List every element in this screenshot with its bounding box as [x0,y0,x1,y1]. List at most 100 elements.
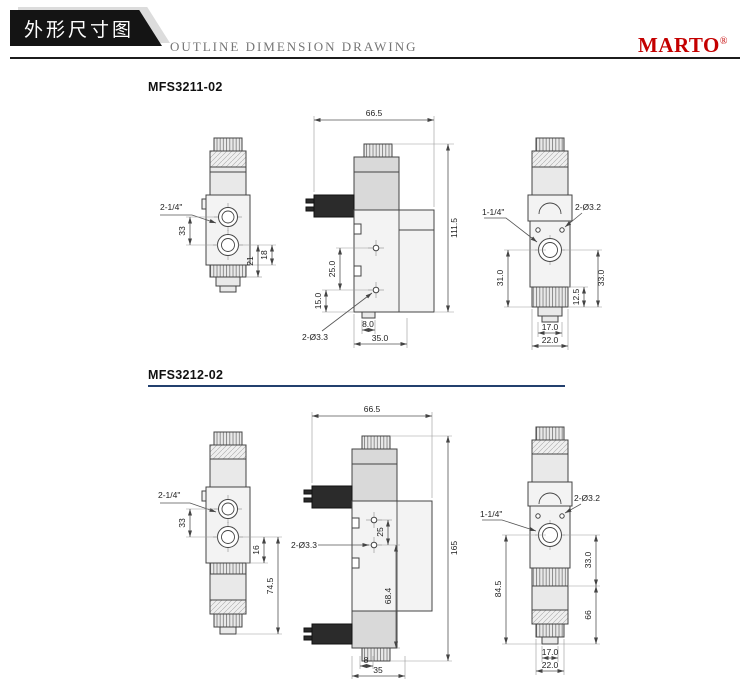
screw-hole [535,513,541,519]
port-circle-top [218,499,238,519]
port-slot [353,223,362,235]
dim-label-66: 66 [583,610,593,620]
dim-label-33: 33 [177,226,187,236]
registered-mark: ® [719,36,728,47]
solenoid-body [353,156,400,211]
ribbed-cap [363,143,393,158]
dim-label-hole: 2-Ø3.3 [302,332,328,342]
dimensions [160,502,282,635]
dim-label-33: 33 [177,518,187,528]
dim-label-22: 22.0 [542,660,559,670]
dim-label-745: 74.5 [265,577,275,594]
ribbed-base [213,613,243,628]
dim-label-18: 18 [259,250,269,260]
dim-label-port: 1-1/4" [482,207,504,217]
dim-label-height: 111.5 [449,218,459,238]
dim-label-35: 35 [373,665,383,675]
dim-label-35: 35.0 [372,333,389,343]
port-slot [351,557,360,569]
dim-label-width: 66.5 [366,108,383,118]
dim-label-17: 17.0 [542,647,559,657]
foot-tab [361,311,376,319]
ribbed-base [531,286,569,308]
brand-name: MARTO [638,33,720,57]
page-title-cn: 外形尺寸图 [24,19,135,41]
ribbed-base [209,264,247,278]
connector-block-2 [311,623,353,645]
ribbed-cap [361,435,391,450]
model-rule [148,385,565,387]
dim-label-684: 68.4 [383,587,393,604]
dim-label-height: 165 [449,541,459,555]
screw-hole [559,513,565,519]
dimensions [484,212,602,350]
dim-label-15: 15.0 [313,292,323,309]
dimensions [311,412,452,679]
dim-label-33: 33.0 [583,551,593,568]
title-banner: 外形尺寸图 [10,10,162,46]
dim-label-width: 66.5 [364,404,381,414]
dimensions [482,503,600,675]
connector-block [313,194,355,218]
dome-arc [538,202,562,215]
dim-label-8: 8 [364,655,369,665]
dome-arc [538,492,562,505]
valve-outline [527,137,573,323]
ribbed-cap [213,137,243,152]
drawing-mfs3212-right: 2-Ø3.2 1-1/4" 33.0 66 84.5 17.0 22.0 [480,426,600,675]
dim-label-25: 25.0 [327,260,337,277]
dim-label-21: 21 [245,256,255,266]
drawing-mfs3211-side: 66.5 111.5 25.0 15.0 8.0 35.0 2-Ø3.3 [302,108,459,348]
screw-hole [370,516,378,524]
dim-label-31: 31.0 [495,269,505,286]
solenoid-body [351,448,398,502]
connector-block [311,485,353,509]
bonnet [527,194,573,222]
port-slot [351,517,360,529]
dim-label-125: 12.5 [571,288,581,305]
dim-label-hole: 2-Ø3.2 [575,202,601,212]
dim-label-port: 2-1/4" [158,490,180,500]
valve-body [353,209,435,313]
dim-label-17: 17.0 [542,322,559,332]
header-rule [10,57,740,59]
brand-logo: MARTO® [638,33,728,58]
screw-hole [372,244,380,252]
dim-label-33: 33.0 [596,269,606,286]
valve-outline [201,137,251,293]
valve-outline [201,431,251,635]
ribbed-base [361,647,391,662]
drawing-mfs3212-side: 66.5 165 25 68.4 2-Ø3.3 8 35 [291,404,459,679]
mounting-hole [372,286,380,294]
ribbed-base [535,623,565,638]
port-circle-bottom [217,234,239,256]
solenoid-body-2 [351,610,398,649]
screw-hole [559,227,565,233]
port-circle-bottom [217,526,239,548]
valve-outline [303,435,433,662]
drawing-mfs3211-right: 1-1/4" 2-Ø3.2 31.0 33.0 12.5 17.0 22.0 [482,137,606,350]
drawing-mfs3212-front: 2-1/4" 33 16 74.5 [158,431,282,635]
dimensions [313,116,454,348]
ribbed-cap [535,426,565,441]
ribbed-mid [531,567,569,587]
valve-body [351,500,433,612]
dim-label-8: 8.0 [362,319,374,329]
model-label-mfs3211: MFS3211-02 [148,80,223,94]
valve-outline [527,426,573,645]
dim-label-hole: 2-Ø3.2 [574,493,600,503]
port-slot [353,265,362,277]
dim-label-port: 1-1/4" [480,509,502,519]
screw-hole [535,227,541,233]
bonnet [527,481,573,507]
dim-label-port: 2-1/4" [160,202,182,212]
page-title-en: OUTLINE DIMENSION DRAWING [170,39,418,54]
port-circle-top [218,207,238,227]
dimensions [160,214,276,278]
dim-label-22: 22.0 [542,335,559,345]
drawing-mfs3211-front: 2-1/4" 33 18 21 [160,137,276,293]
mounting-hole [370,541,378,549]
dim-label-25: 25 [375,527,385,537]
dim-label-845: 84.5 [493,580,503,597]
model-label-mfs3212: MFS3212-02 [148,368,224,382]
